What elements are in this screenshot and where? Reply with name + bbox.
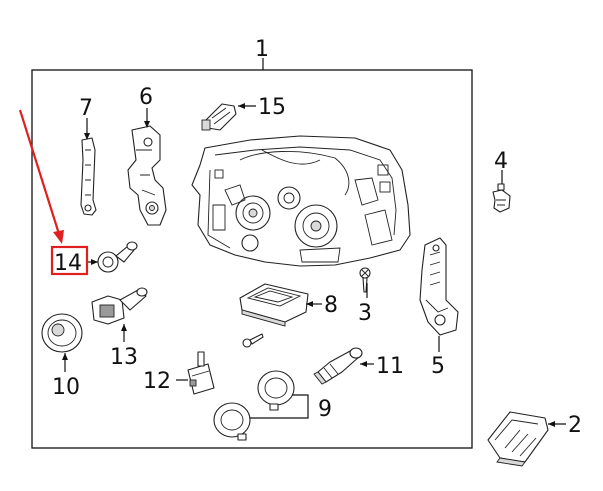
part-2-bracket [487,411,549,467]
callout-3: 3 [358,301,372,326]
part-6-bracket [127,125,167,226]
assembly-frame [31,69,473,449]
part-12-socket [187,351,215,395]
callout-4: 4 [494,149,508,174]
callout-1: 1 [255,37,269,62]
part-5-bracket [419,237,459,336]
part-14-bulb [97,241,138,273]
callout-8: 8 [324,293,338,318]
callout-7: 7 [79,96,93,121]
small-screw [242,333,264,348]
callout-2: 2 [568,413,582,438]
callout-15: 15 [258,95,286,120]
callout-12: 12 [143,369,171,394]
highlight-arrow [18,109,64,244]
part-8-module [239,283,309,327]
part-4-clip [492,183,511,213]
leader-9 [250,394,309,419]
part-15-lamp [201,103,237,131]
callout-14-highlight-box [50,245,89,276]
part-7-bracket [80,137,97,216]
part-9-cap-b [213,402,251,441]
callout-14[interactable]: 14 [54,251,82,276]
callout-11: 11 [376,354,404,379]
callout-5: 5 [431,354,445,379]
callout-13: 13 [110,345,138,370]
callout-10: 10 [52,375,80,400]
part-10-seal [41,313,83,353]
part-3-screw [359,267,371,293]
callout-6: 6 [139,85,153,110]
part-9-cap-a [257,370,295,411]
callout-9: 9 [318,397,332,422]
headlamp-housing [191,135,411,267]
part-11-bulb [313,347,363,385]
part-13-bulb [91,287,148,325]
